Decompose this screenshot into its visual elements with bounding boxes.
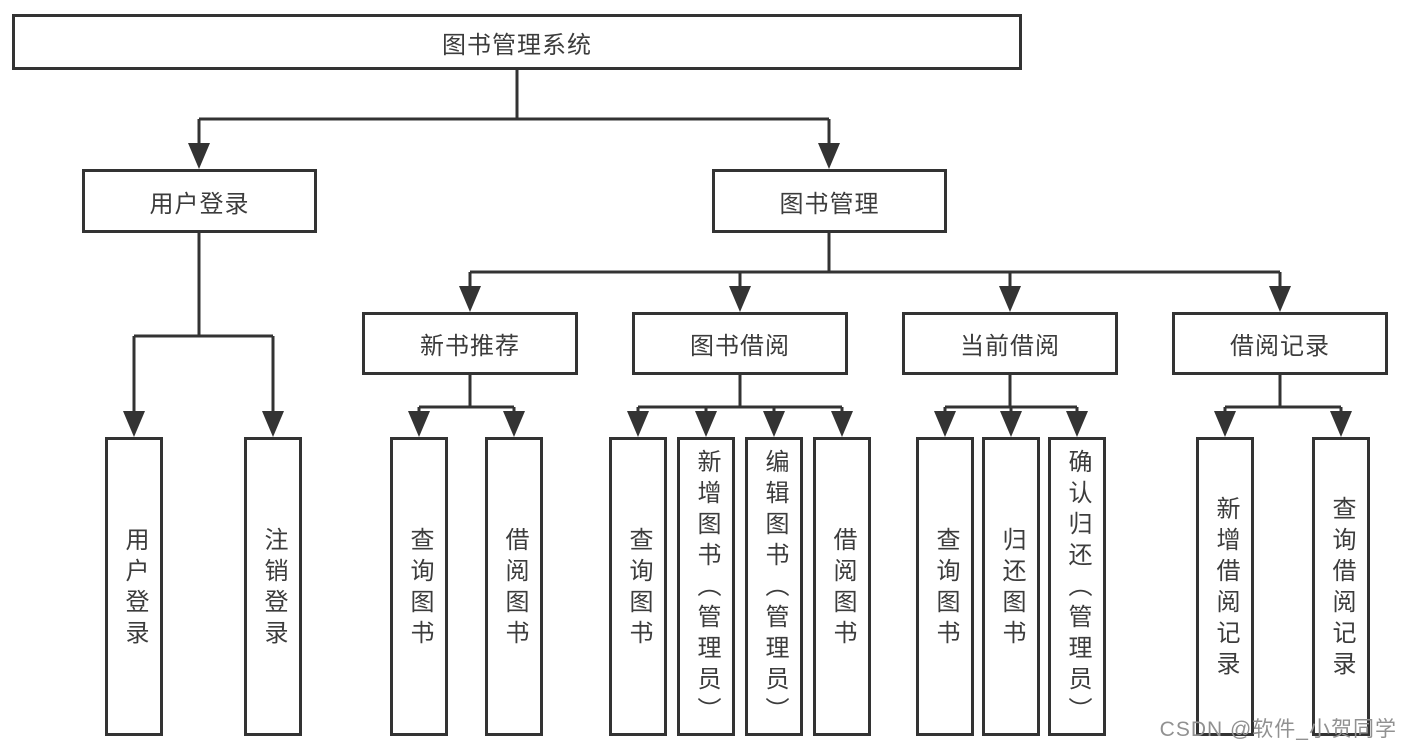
leaf-current-return-books: 归还图书 bbox=[982, 437, 1040, 736]
node-current-borrowing: 当前借阅 bbox=[902, 312, 1118, 375]
leaf-borrowing-edit-books-admin: 编辑图书（管理员） bbox=[745, 437, 803, 736]
leaf-records-add-borrow-record: 新增借阅记录 bbox=[1196, 437, 1254, 736]
leaf-borrowing-add-books-admin: 新增图书（管理员） bbox=[677, 437, 735, 736]
root-node-library-management-system: 图书管理系统 bbox=[12, 14, 1022, 70]
node-book-borrowing: 图书借阅 bbox=[632, 312, 848, 375]
leaf-logout: 注销登录 bbox=[244, 437, 302, 736]
leaf-current-query-books: 查询图书 bbox=[916, 437, 974, 736]
node-new-book-recommend: 新书推荐 bbox=[362, 312, 578, 375]
node-user-login: 用户登录 bbox=[82, 169, 317, 233]
leaf-user-login: 用户登录 bbox=[105, 437, 163, 736]
arrowheads bbox=[123, 143, 1352, 437]
leaf-newbook-borrow-books: 借阅图书 bbox=[485, 437, 543, 736]
leaf-borrowing-query-books: 查询图书 bbox=[609, 437, 667, 736]
leaf-borrowing-borrow-books: 借阅图书 bbox=[813, 437, 871, 736]
node-book-management: 图书管理 bbox=[712, 169, 947, 233]
leaf-records-query-borrow-record: 查询借阅记录 bbox=[1312, 437, 1370, 736]
node-borrow-records: 借阅记录 bbox=[1172, 312, 1388, 375]
leaf-current-confirm-return-admin: 确认归还（管理员） bbox=[1048, 437, 1106, 736]
csdn-watermark: CSDN @软件_小贺同学 bbox=[1159, 718, 1397, 741]
leaf-newbook-query-books: 查询图书 bbox=[390, 437, 448, 736]
